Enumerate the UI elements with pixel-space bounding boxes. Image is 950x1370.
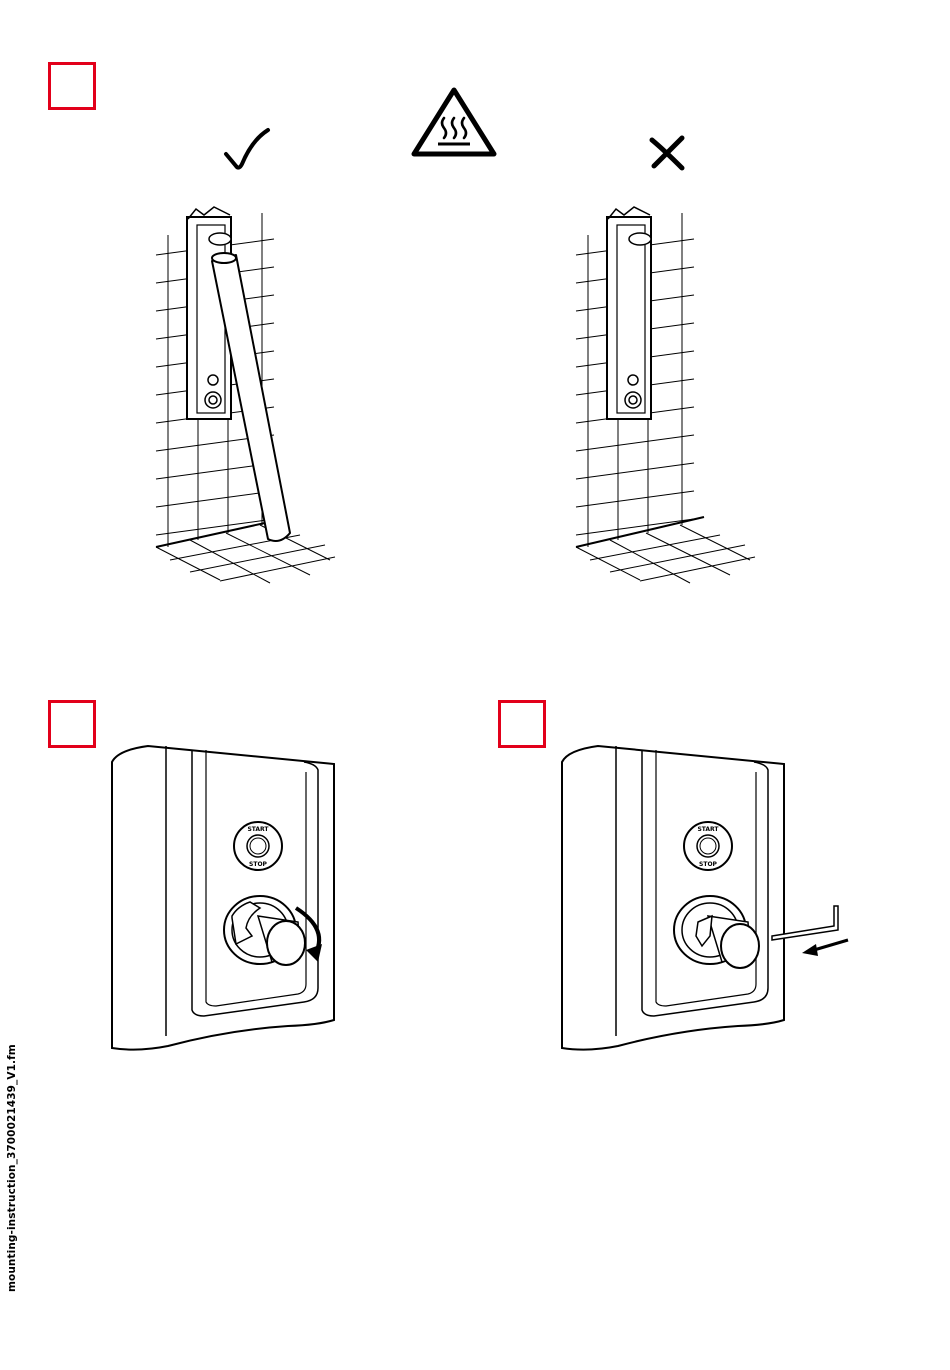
pull-arrow-icon [802,940,848,956]
step-number-box-2 [48,700,96,748]
cross-icon [646,132,690,172]
knob-removal-illustration: START STOP [558,740,858,1060]
correct-mounting-illustration [150,195,350,590]
stop-label: STOP [249,861,268,868]
start-label: START [697,826,719,833]
stop-label: STOP [699,861,718,868]
document-file-label: mounting-instruction_3700021439_V1.fm [4,1060,20,1300]
file-label-text: mounting-instruction_3700021439_V1.fm [6,1044,18,1292]
start-label: START [247,826,269,833]
step-number-box-1 [48,62,96,110]
checkmark-icon [222,126,272,176]
knob-rotate-illustration: START STOP [108,740,343,1060]
step-number-box-3 [498,700,546,748]
incorrect-mounting-illustration [570,195,770,590]
hot-surface-warning-icon [408,84,500,158]
